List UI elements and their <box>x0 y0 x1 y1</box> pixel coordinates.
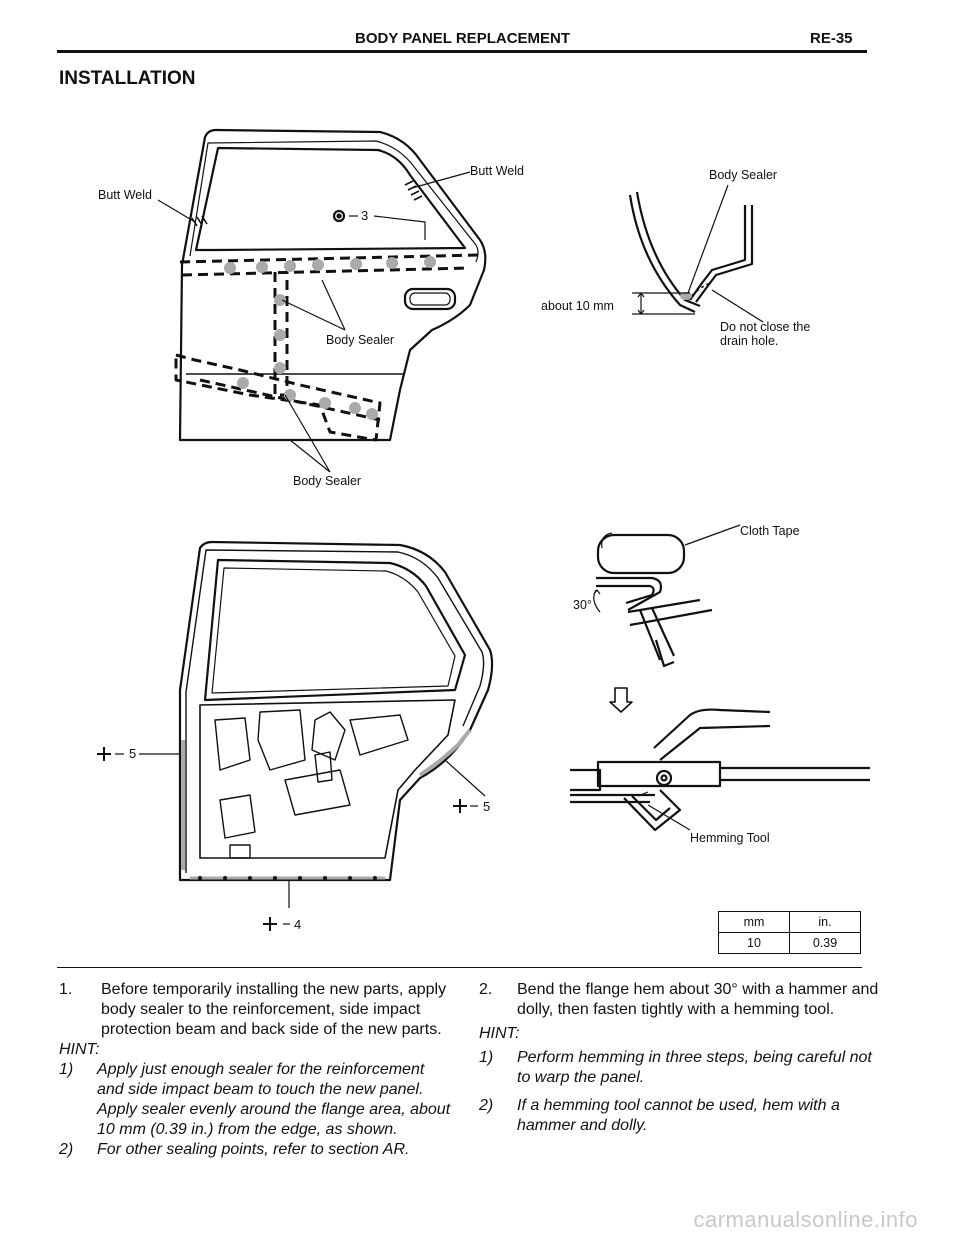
angle-30-label: 30° <box>573 598 592 612</box>
right-hint-1: 1) Perform hemming in three steps, being… <box>479 1048 879 1088</box>
unit-value-in: 0.39 <box>789 932 861 954</box>
step-2: 2. Bend the flange hem about 30° with a … <box>479 980 879 1020</box>
body-sealer-label-mid: Body Sealer <box>326 333 395 347</box>
right-hint-1-number: 1) <box>479 1049 494 1066</box>
hemming-detail <box>570 524 870 832</box>
section-title: INSTALLATION <box>59 68 196 89</box>
right-hint-1-text: Perform hemming in three steps, being ca… <box>517 1049 872 1086</box>
body-sealer-label-bottom: Body Sealer <box>293 474 362 488</box>
step-1: 1. Before temporarily installing the new… <box>59 980 454 1040</box>
door-sealer-diagram <box>157 128 487 473</box>
watermark: carmanualsonline.info <box>693 1207 918 1232</box>
butt-weld-label-left: Butt Weld <box>98 188 152 202</box>
step-1-number: 1. <box>59 981 73 998</box>
left-hint-1-text: Apply just enough sealer for the reinfor… <box>97 1061 451 1138</box>
right-column: 2. Bend the flange hem about 30° with a … <box>479 980 879 1136</box>
page-number: RE-35 <box>810 30 853 47</box>
drain-hole-label-line2: drain hole. <box>720 334 779 348</box>
page-header-title: BODY PANEL REPLACEMENT <box>355 30 571 47</box>
callout-5-left: 5 <box>129 746 137 761</box>
drain-hole-label-line1: Do not close the <box>720 320 811 334</box>
door-hemming-diagram <box>97 540 494 931</box>
callout-4: 4 <box>294 917 302 932</box>
unit-header-in: in. <box>789 911 861 933</box>
left-hint-2: 2) For other sealing points, refer to se… <box>59 1140 454 1160</box>
step-2-text: Bend the flange hem about 30° with a ham… <box>517 981 879 1018</box>
cloth-tape-label: Cloth Tape <box>740 524 800 538</box>
butt-weld-label-right: Butt Weld <box>470 164 524 178</box>
hemming-tool-label: Hemming Tool <box>690 831 770 845</box>
hint-label-right: HINT: <box>479 1025 520 1042</box>
step-1-text: Before temporarily installing the new pa… <box>101 981 447 1038</box>
left-hint-1: 1) Apply just enough sealer for the rein… <box>59 1060 454 1140</box>
sealer-section-detail <box>628 184 764 323</box>
hint-label-left: HINT: <box>59 1041 100 1058</box>
unit-conversion-table: mm in. 10 0.39 <box>718 911 861 954</box>
about-10mm-label: about 10 mm <box>541 299 614 313</box>
left-column: 1. Before temporarily installing the new… <box>59 980 454 1160</box>
step-2-number: 2. <box>479 981 493 998</box>
right-hint-2: 2) If a hemming tool cannot be used, hem… <box>479 1096 879 1136</box>
right-hint-2-text: If a hemming tool cannot be used, hem wi… <box>517 1097 840 1134</box>
callout-5-right: 5 <box>483 799 491 814</box>
unit-value-mm: 10 <box>718 932 790 954</box>
body-sealer-label-detail: Body Sealer <box>709 168 778 182</box>
callout-3: 3 <box>361 208 369 223</box>
section-divider <box>57 967 862 968</box>
right-hint-2-number: 2) <box>479 1097 494 1114</box>
left-hint-2-number: 2) <box>59 1141 74 1158</box>
left-hint-2-text: For other sealing points, refer to secti… <box>97 1141 410 1158</box>
unit-header-mm: mm <box>718 911 790 933</box>
left-hint-1-number: 1) <box>59 1061 74 1078</box>
header-rule <box>57 50 867 53</box>
